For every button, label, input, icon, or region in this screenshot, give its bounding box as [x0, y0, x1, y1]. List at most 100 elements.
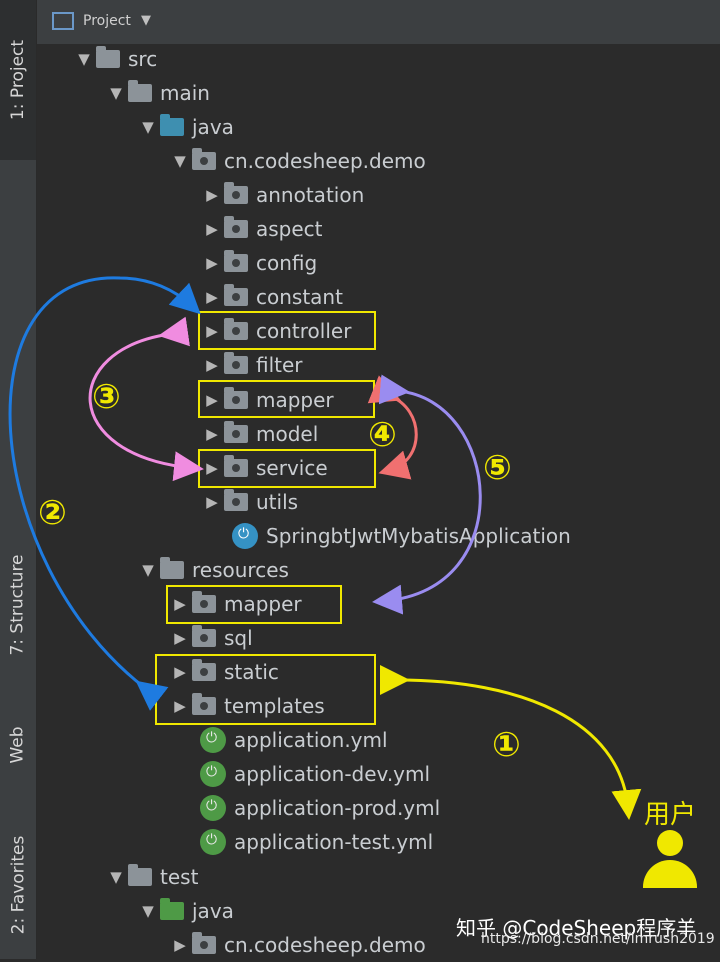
- collapse-arrow-icon[interactable]: ▶: [206, 356, 218, 374]
- expand-arrow-icon[interactable]: ▼: [142, 561, 154, 579]
- spring-leaf-icon: [200, 795, 226, 821]
- collapse-arrow-icon[interactable]: ▶: [174, 936, 186, 954]
- expand-arrow-icon[interactable]: ▼: [110, 868, 122, 886]
- tree-node-label: application-prod.yml: [234, 796, 441, 820]
- tree-node-sql[interactable]: ▶ sql: [168, 621, 253, 655]
- chevron-down-icon[interactable]: ▼: [141, 13, 151, 28]
- expand-arrow-icon[interactable]: ▼: [174, 152, 186, 170]
- tree-node-constant[interactable]: ▶ constant: [200, 280, 343, 314]
- collapse-arrow-icon[interactable]: ▶: [206, 493, 218, 511]
- folder-icon: [128, 864, 152, 886]
- tab-structure-label: 7: Structure: [8, 554, 28, 656]
- expand-arrow-icon[interactable]: ▼: [142, 118, 154, 136]
- tree-node-resources[interactable]: ▼ resources: [136, 553, 289, 587]
- collapse-arrow-icon[interactable]: ▶: [206, 254, 218, 272]
- highlight-service: [198, 449, 376, 488]
- user-label: 用户: [644, 800, 697, 830]
- collapse-arrow-icon[interactable]: ▶: [206, 186, 218, 204]
- tab-favorites[interactable]: 2: Favorites: [0, 810, 36, 959]
- tree-node-label: service: [256, 456, 328, 480]
- tree-node-label: cn.codesheep.demo: [224, 933, 426, 957]
- package-icon: [224, 421, 248, 443]
- step-1-label: ①: [492, 725, 521, 765]
- tree-node-package[interactable]: ▼ cn.codesheep.demo: [168, 144, 426, 178]
- expand-arrow-icon[interactable]: ▼: [142, 902, 154, 920]
- folder-icon: [192, 625, 216, 647]
- tree-node-label: main: [160, 81, 210, 105]
- tree-node-res-mapper[interactable]: ▶ mapper: [168, 587, 302, 621]
- tree-node-yml-4[interactable]: application-test.yml: [200, 825, 433, 859]
- tree-node-label: application-test.yml: [234, 830, 434, 854]
- project-view-label[interactable]: Project: [83, 13, 131, 29]
- tree-node-label: mapper: [224, 592, 302, 616]
- tree-node-mapper[interactable]: ▶ mapper: [200, 383, 334, 417]
- tree-node-java[interactable]: ▼ java: [136, 110, 234, 144]
- tree-node-filter[interactable]: ▶ filter: [200, 348, 303, 382]
- tree-node-test[interactable]: ▼ test: [104, 860, 198, 894]
- collapse-arrow-icon[interactable]: ▶: [206, 322, 218, 340]
- tree-node-config[interactable]: ▶ config: [200, 246, 317, 280]
- package-icon: [224, 455, 248, 477]
- spring-boot-app-icon: [232, 523, 258, 549]
- source-folder-icon: [160, 114, 184, 136]
- user-icon: [643, 830, 697, 888]
- tree-node-label: cn.codesheep.demo: [224, 149, 426, 173]
- tree-node-label: model: [256, 422, 319, 446]
- collapse-arrow-icon[interactable]: ▶: [206, 391, 218, 409]
- tree-node-annotation[interactable]: ▶ annotation: [200, 178, 364, 212]
- tree-node-aspect[interactable]: ▶ aspect: [200, 212, 323, 246]
- tree-node-yml-2[interactable]: application-dev.yml: [200, 757, 430, 791]
- tree-node-model[interactable]: ▶ model: [200, 417, 318, 451]
- tree-node-label: config: [256, 251, 318, 275]
- collapse-arrow-icon[interactable]: ▶: [206, 288, 218, 306]
- zhihu-watermark: 知乎 @CodeSheep程序羊: [456, 916, 697, 940]
- collapse-arrow-icon[interactable]: ▶: [206, 459, 218, 477]
- package-icon: [192, 932, 216, 954]
- folder-icon: [96, 46, 120, 68]
- tree-node-label: aspect: [256, 217, 323, 241]
- package-icon: [224, 387, 248, 409]
- tree-node-label: java: [192, 899, 234, 923]
- project-tree: ▼ src ▼ main ▼ java ▼ cn.codesheep.demo …: [37, 44, 720, 959]
- tree-node-src[interactable]: ▼ src: [72, 42, 157, 76]
- tree-node-service[interactable]: ▶ service: [200, 451, 328, 485]
- expand-arrow-icon[interactable]: ▼: [78, 50, 90, 68]
- tab-web[interactable]: Web: [0, 700, 36, 790]
- tree-node-label: java: [192, 115, 234, 139]
- tree-node-yml-3[interactable]: application-prod.yml: [200, 791, 440, 825]
- expand-arrow-icon[interactable]: ▼: [110, 84, 122, 102]
- tree-node-label: templates: [224, 694, 325, 718]
- collapse-arrow-icon[interactable]: ▶: [206, 425, 218, 443]
- tree-node-test-java[interactable]: ▼ java: [136, 894, 234, 928]
- highlight-static-templates: [155, 654, 376, 725]
- tree-node-label: utils: [256, 490, 299, 514]
- spring-leaf-icon: [200, 727, 226, 753]
- tree-node-yml-1[interactable]: application.yml: [200, 723, 388, 757]
- tree-node-label: src: [128, 47, 158, 71]
- package-icon: [224, 284, 248, 306]
- highlight-controller: [198, 311, 376, 350]
- tree-node-label: SpringbtJwtMybatisApplication: [266, 524, 571, 548]
- package-icon: [192, 148, 216, 170]
- highlight-res-mapper: [166, 585, 342, 624]
- tree-node-controller[interactable]: ▶ controller: [200, 314, 351, 348]
- collapse-arrow-icon[interactable]: ▶: [174, 629, 186, 647]
- tab-structure[interactable]: 7: Structure: [0, 520, 36, 690]
- tree-node-main[interactable]: ▼ main: [104, 76, 210, 110]
- tree-node-utils[interactable]: ▶ utils: [200, 485, 298, 519]
- tab-project[interactable]: 1: Project: [0, 0, 36, 160]
- tree-node-label: controller: [256, 319, 352, 343]
- folder-icon: [128, 80, 152, 102]
- tree-node-label: annotation: [256, 183, 365, 207]
- package-icon: [224, 182, 248, 204]
- tree-node-label: sql: [224, 626, 253, 650]
- tree-node-test-package[interactable]: ▶ cn.codesheep.demo: [168, 928, 426, 962]
- collapse-arrow-icon[interactable]: ▶: [206, 220, 218, 238]
- tree-node-label: application-dev.yml: [234, 762, 431, 786]
- tab-favorites-label: 2: Favorites: [8, 835, 28, 934]
- project-view-icon: [52, 12, 74, 30]
- package-icon: [224, 489, 248, 511]
- step-3-label: ③: [92, 377, 121, 417]
- package-icon: [224, 352, 248, 374]
- tree-node-app-class[interactable]: SpringbtJwtMybatisApplication: [232, 519, 571, 553]
